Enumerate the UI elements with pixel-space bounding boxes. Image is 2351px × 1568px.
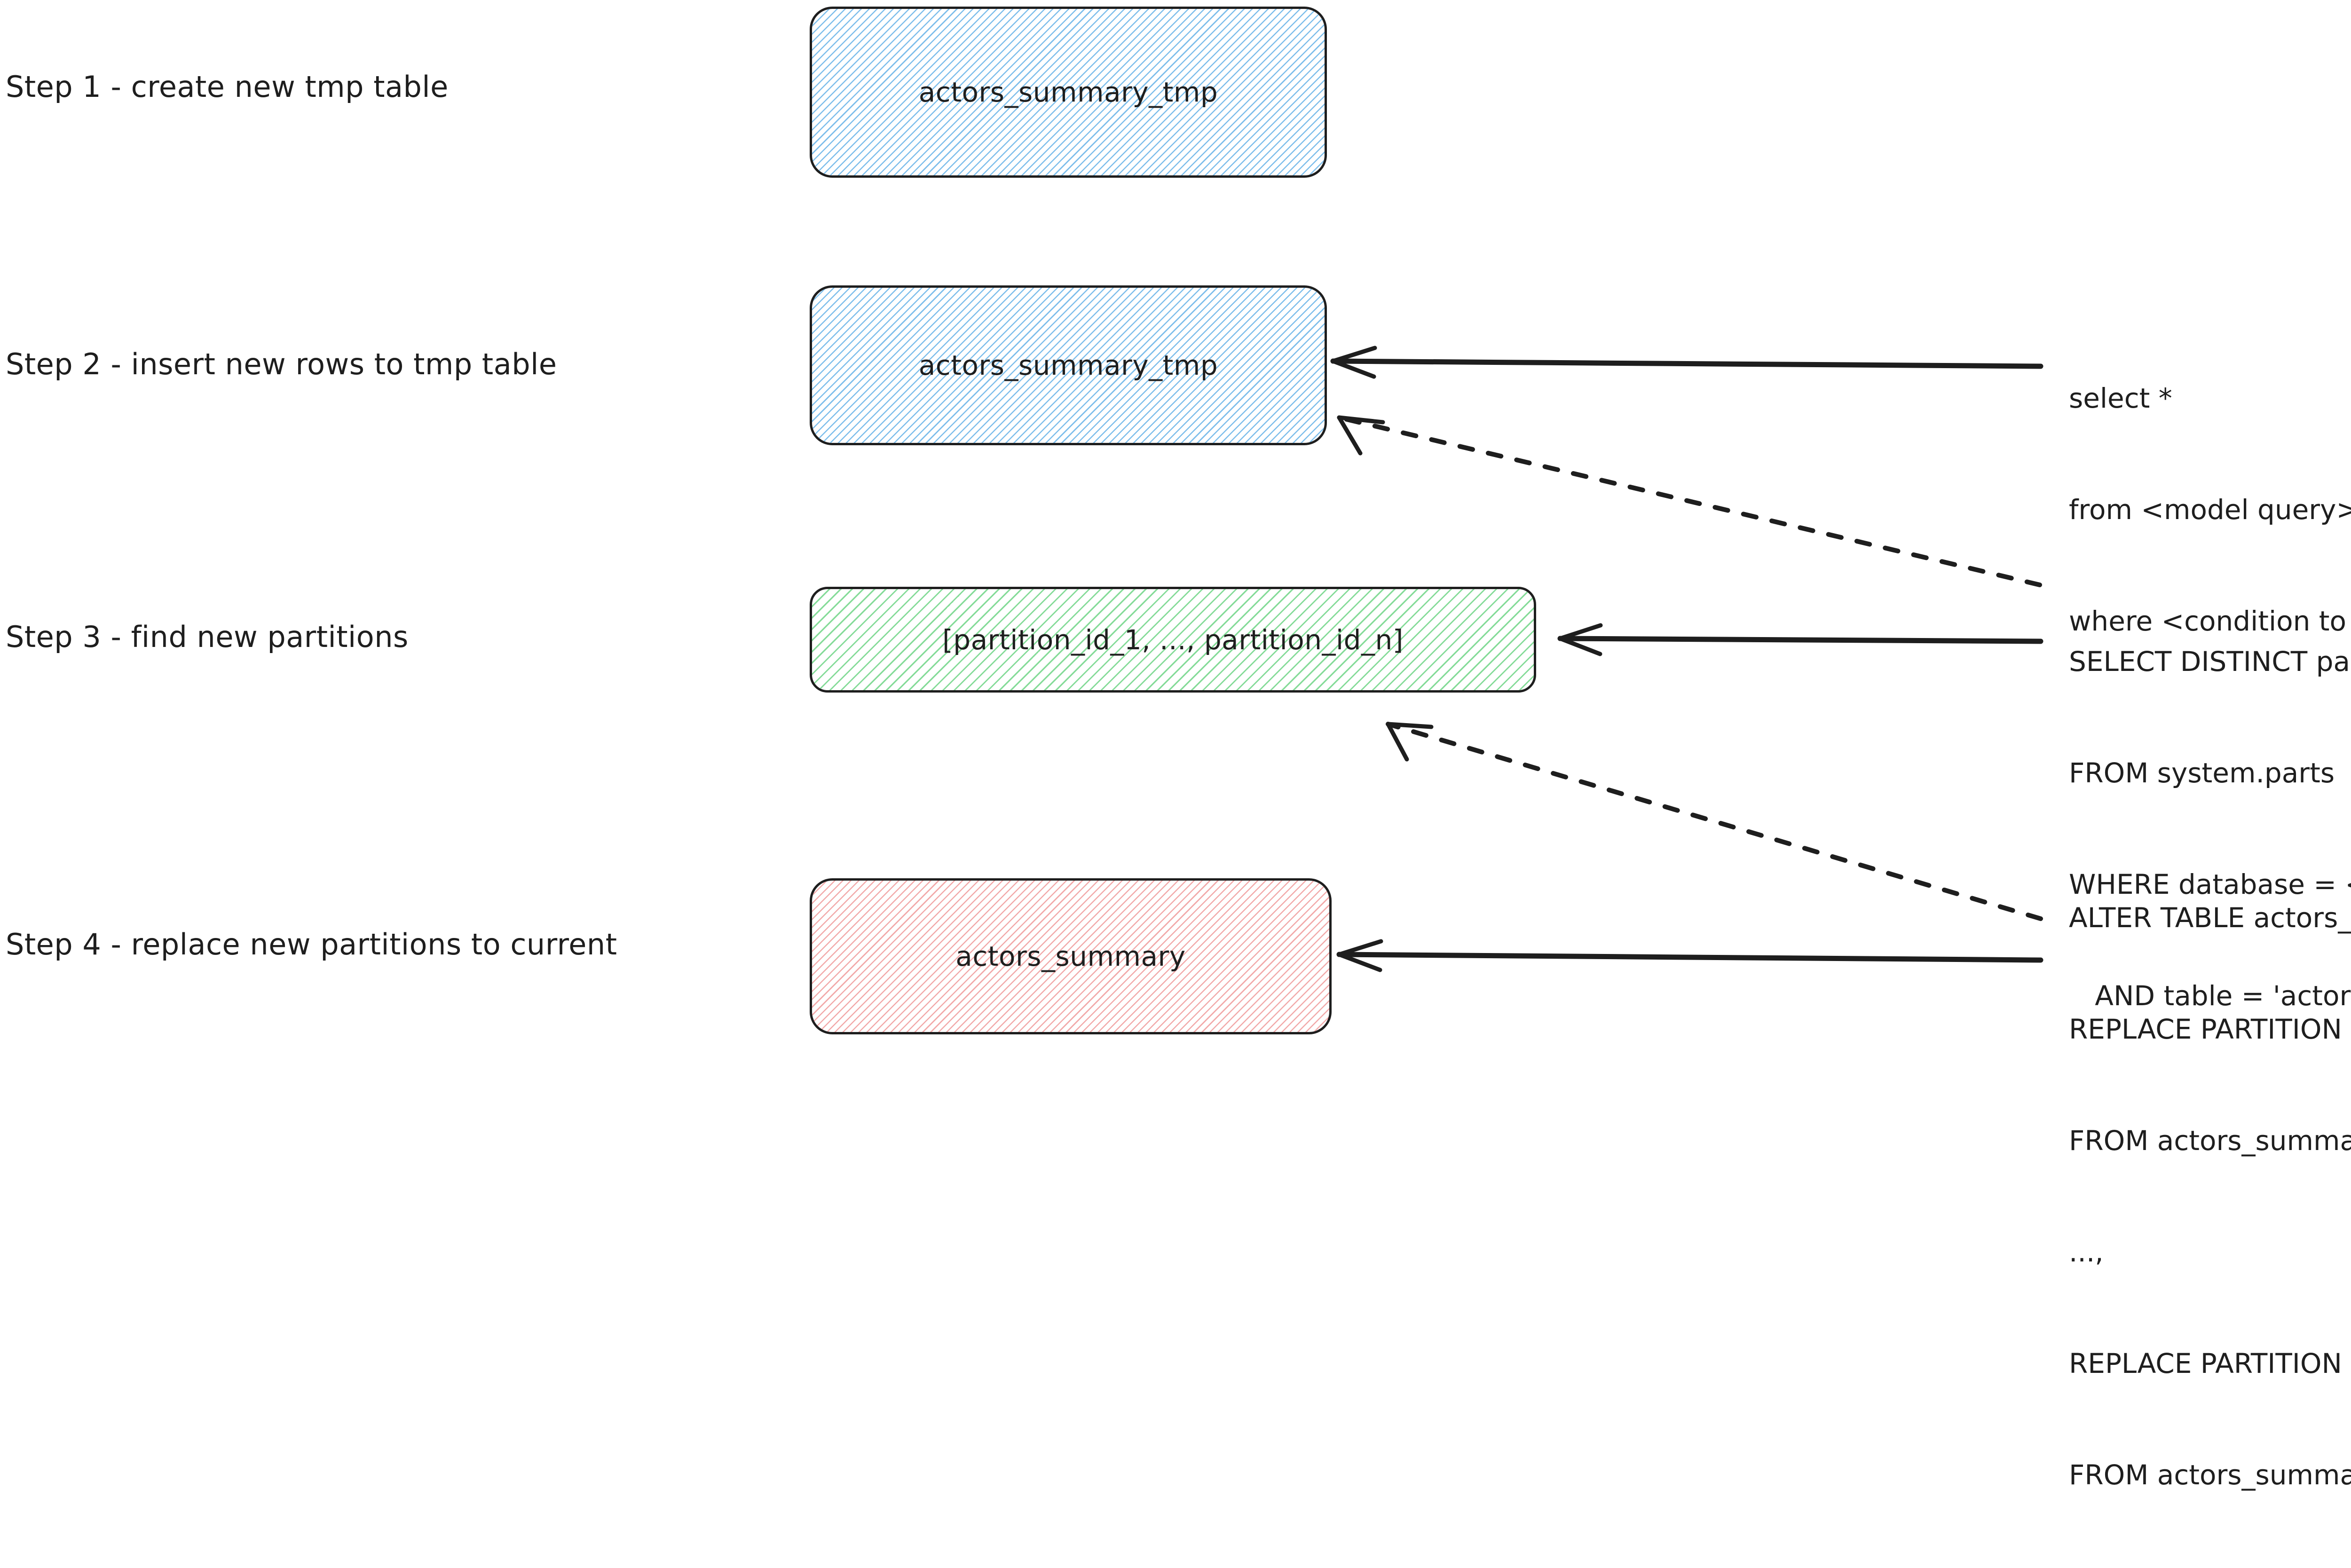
code-line: ALTER TABLE actors_summary <box>2069 902 2351 934</box>
code-line: FROM system.parts <box>2069 757 2335 789</box>
hatch-fill-blue <box>812 288 1325 443</box>
code-line: WHERE database = <database> <box>2069 868 2351 900</box>
code-line: REPLACE PARTITION partition_id_1 <box>2069 1013 2351 1045</box>
code-block-step-4: ALTER TABLE actors_summary REPLACE PARTI… <box>2069 825 2351 1568</box>
node-label: [partition_id_1, ..., partition_id_n] <box>942 623 1404 656</box>
hatch-fill-blue <box>812 9 1325 175</box>
node-label: actors_summary_tmp <box>918 76 1218 108</box>
step-label-3: Step 3 - find new partitions <box>6 620 409 654</box>
code-line: FROM actors_summary_tmp, <box>2069 1459 2351 1491</box>
hatch-fill-red <box>812 881 1329 1032</box>
code-line: FROM actors_summary_tmp, <box>2069 1125 2351 1157</box>
code-line: where <condition to identify new> <box>2069 605 2346 637</box>
code-block-step-3: SELECT DISTINCT partition_id FROM system… <box>2069 569 2351 1089</box>
node-actors-summary-tmp-step2[interactable]: actors_summary_tmp <box>810 285 1327 445</box>
code-line: select * <box>2069 382 2172 414</box>
code-line: ..., <box>2069 1236 2104 1268</box>
node-label: actors_summary <box>955 940 1186 972</box>
code-line: from <model query> <box>2069 494 2351 526</box>
node-label: actors_summary_tmp <box>918 349 1218 381</box>
edge-code2-to-tmp2 <box>1330 346 2043 379</box>
edge-code4-to-partitions <box>1386 722 2043 921</box>
diagram-canvas: Step 1 - create new tmp table Step 2 - i… <box>6 7 2351 1491</box>
code-line: SELECT DISTINCT partition_id <box>2069 646 2351 678</box>
code-line: AND table = 'actors_summary_tmp' <box>2095 980 2351 1012</box>
node-actors-summary[interactable]: actors_summary <box>810 878 1332 1034</box>
node-actors-summary-tmp-step1[interactable]: actors_summary_tmp <box>810 7 1327 178</box>
hatch-fill-green <box>812 589 1534 690</box>
step-label-2: Step 2 - insert new rows to tmp table <box>6 347 557 381</box>
step-label-1: Step 1 - create new tmp table <box>6 70 449 104</box>
edge-code4-to-summary <box>1336 939 2043 972</box>
code-block-step-2: select * from <model query> where <condi… <box>2069 306 2351 714</box>
edge-code3-to-partitions <box>1557 623 2043 656</box>
code-line: REPLACE PARTITION partition_id_n <box>2069 1347 2351 1379</box>
node-partition-id-list[interactable]: [partition_id_1, ..., partition_id_n] <box>810 587 1536 693</box>
edge-code3-to-tmp2 <box>1337 415 2042 587</box>
step-label-4: Step 4 - replace new partitions to curre… <box>6 927 617 961</box>
